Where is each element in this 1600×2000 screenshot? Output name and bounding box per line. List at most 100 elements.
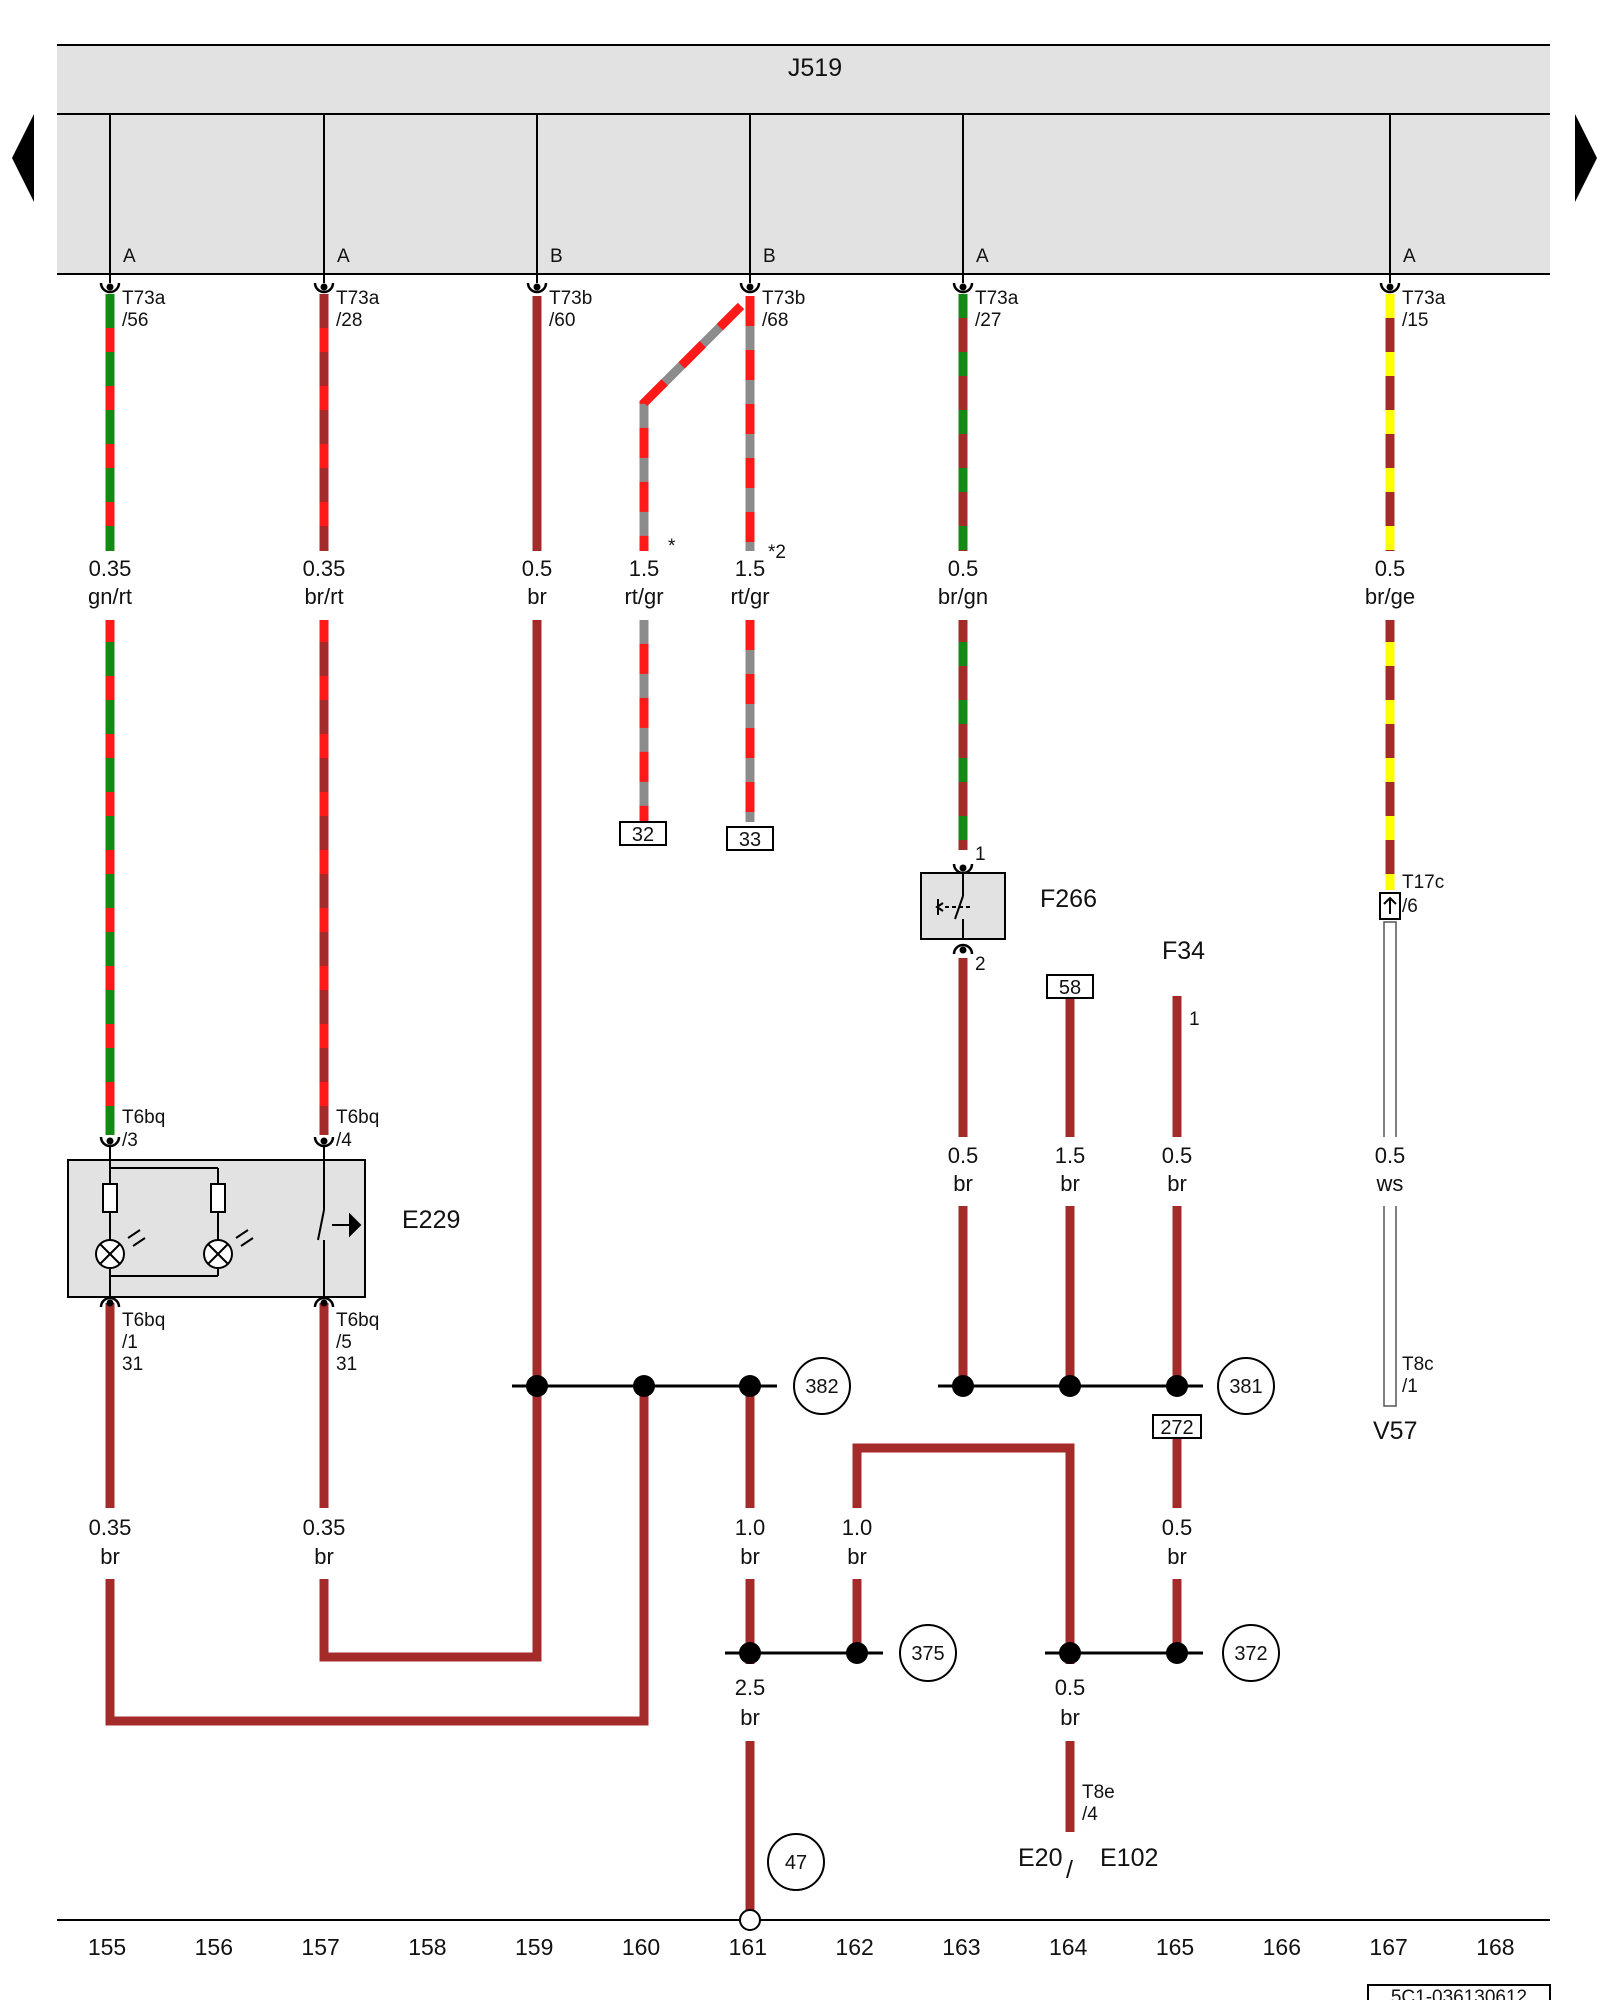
wire-color: br: [314, 1544, 334, 1569]
pin-letter: B: [763, 246, 776, 267]
e229-label: E229: [402, 1206, 460, 1234]
wire-color: br/ge: [1365, 584, 1415, 609]
f34-label: F34: [1162, 937, 1205, 965]
column-number: 159: [515, 1934, 553, 1960]
svg-text:32: 32: [632, 824, 654, 846]
e229-in1-connector: T6bq: [122, 1107, 165, 1128]
svg-text:381: 381: [1229, 1376, 1262, 1398]
e229-out2-connector: T6bq: [336, 1310, 379, 1331]
wire-size: 0.5: [1162, 1143, 1193, 1168]
red-grey-wire-a: [639, 302, 745, 822]
wire-color: br: [100, 1544, 120, 1569]
column-number: 165: [1156, 1934, 1194, 1960]
wire-color: rt/gr: [624, 584, 663, 609]
internal-lines: [109, 114, 1391, 283]
column-number: 156: [195, 1934, 233, 1960]
pin-number: /15: [1402, 310, 1428, 331]
f266-label: F266: [1040, 885, 1097, 913]
wire-size: 0.5: [522, 556, 553, 581]
wire-labels: 0.35 gn/rt 0.35 br/rt 0.5 br 1.5 rt/gr 1…: [88, 556, 1415, 1730]
wire-color: rt/gr: [730, 584, 769, 609]
svg-text:33: 33: [739, 829, 761, 851]
column-number: 157: [301, 1934, 339, 1960]
switch-e229: E229 T6bq /3 T6bq /4 T6bq /1 31 T6bq /5 …: [67, 1107, 460, 1375]
svg-text:58: 58: [1059, 977, 1081, 999]
diagram-code: 5C1-036130612: [1367, 1984, 1551, 2000]
wire-color: br: [953, 1171, 973, 1196]
pin-connector: T73a: [1402, 288, 1446, 309]
triangle-right-icon[interactable]: [1575, 114, 1597, 202]
column-number: 164: [1049, 1934, 1088, 1960]
wire-size: 1.5: [1055, 1143, 1086, 1168]
e229-in2-pin: /4: [336, 1130, 352, 1151]
pin-letter: B: [550, 246, 563, 267]
f266-pin1: 1: [975, 844, 986, 865]
column-number: 168: [1476, 1934, 1514, 1960]
ground-point: [739, 1909, 761, 1931]
column-number: 166: [1263, 1934, 1301, 1960]
wire-color: br: [1167, 1171, 1187, 1196]
triangle-left-icon[interactable]: [12, 114, 34, 202]
pin-number: /60: [549, 310, 575, 331]
e229-out2-pin: /5: [336, 1332, 352, 1353]
t17c-pin: /6: [1402, 896, 1418, 917]
svg-text:382: 382: [805, 1376, 838, 1398]
wire-size: 0.5: [948, 556, 979, 581]
switch-f266: F266 1 2: [920, 844, 1097, 975]
boxed-reference-58: 58: [1046, 974, 1094, 999]
boxed-reference-33: 33: [726, 826, 774, 851]
footnote-star2: *2: [768, 542, 786, 563]
control-unit-label: J519: [788, 54, 842, 82]
label-separator: /: [1066, 1856, 1073, 1884]
lamp-icon: [95, 1229, 146, 1269]
pin-number: /56: [122, 310, 148, 331]
footnote-star: *: [668, 536, 676, 557]
junction-dots: [526, 1375, 1188, 1664]
switch-icon: [317, 1146, 362, 1297]
resistor-icon: [102, 1183, 118, 1213]
wire-color: br: [527, 584, 547, 609]
pin-connector: T73a: [336, 288, 380, 309]
switch-icon: [935, 873, 970, 939]
pin-number: /28: [336, 310, 362, 331]
t8e-pin: /4: [1082, 1804, 1098, 1825]
wire-size: 0.5: [1375, 1143, 1406, 1168]
wire-color: gn/rt: [88, 584, 132, 609]
wire-size: 2.5: [735, 1675, 766, 1700]
wire-size: 1.0: [735, 1515, 766, 1540]
circled-reference-382: 382: [793, 1357, 851, 1415]
e20-label: E20: [1018, 1844, 1062, 1872]
circled-reference-381: 381: [1217, 1357, 1275, 1415]
wire-size: 1.5: [629, 556, 660, 581]
wire-size: 0.35: [89, 556, 132, 581]
column-number: 161: [729, 1934, 767, 1960]
t17c-connector: T17c: [1402, 872, 1444, 893]
f34-pin: 1: [1189, 1009, 1200, 1030]
e229-out1-pin: /1: [122, 1332, 138, 1353]
t8c-pin: /1: [1402, 1376, 1418, 1397]
wire-color: br: [740, 1544, 760, 1569]
svg-text:47: 47: [785, 1852, 807, 1874]
wire-color: ws: [1376, 1171, 1404, 1196]
pin-number: /27: [975, 310, 1001, 331]
pin-letter: A: [976, 246, 989, 267]
wire-size: 1.0: [842, 1515, 873, 1540]
pin-connector: T73b: [762, 288, 805, 309]
svg-text:375: 375: [911, 1643, 944, 1665]
wire-size: 0.35: [303, 1515, 346, 1540]
column-number: 158: [408, 1934, 446, 1960]
wire-size: 0.5: [948, 1143, 979, 1168]
boxed-reference-32: 32: [619, 821, 667, 846]
pin-connector: T73a: [122, 288, 166, 309]
lamp-icon: [203, 1229, 254, 1269]
wire-color: br: [1060, 1171, 1080, 1196]
circled-reference-47: 47: [767, 1833, 825, 1891]
column-number: 163: [942, 1934, 980, 1960]
wire-size: 0.35: [303, 556, 346, 581]
e229-out2-terminal: 31: [336, 1354, 357, 1375]
wire-color: br: [1167, 1544, 1187, 1569]
pin-letter: A: [1403, 246, 1416, 267]
pin-number: /68: [762, 310, 788, 331]
